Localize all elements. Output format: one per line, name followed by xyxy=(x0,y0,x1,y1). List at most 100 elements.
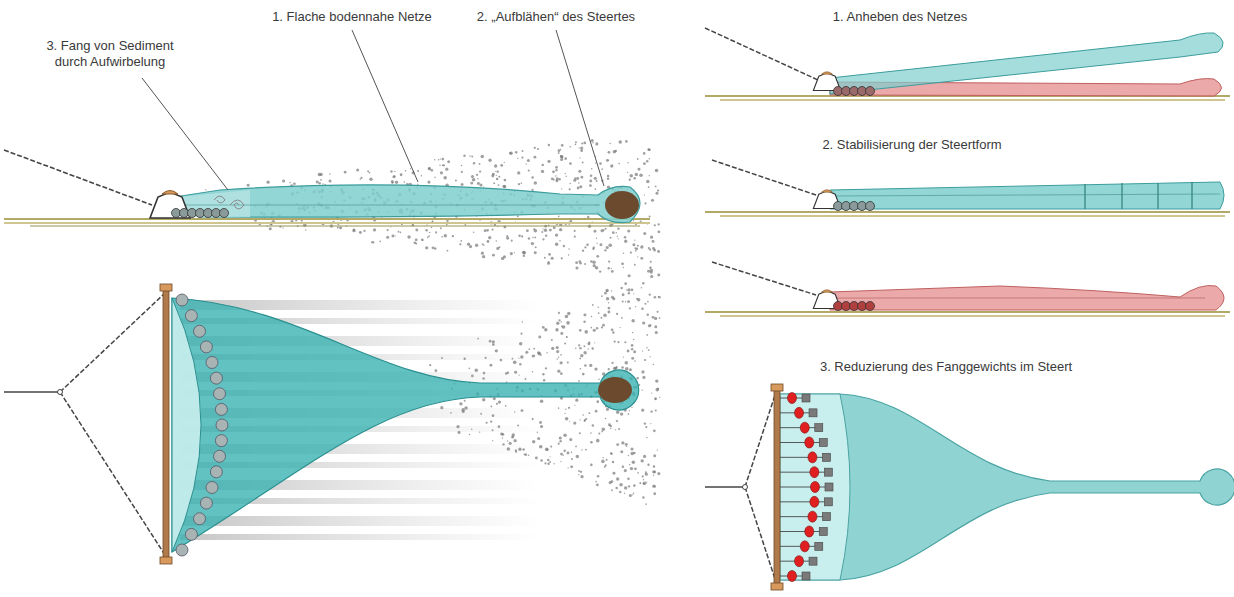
weight-block xyxy=(819,528,827,536)
sediment-dot xyxy=(580,471,582,473)
sediment-dot xyxy=(500,164,503,167)
sediment-dot xyxy=(537,148,539,150)
sediment-dot xyxy=(391,180,394,183)
sediment-dot xyxy=(621,317,623,319)
sediment-dot xyxy=(648,349,650,351)
sediment-dot xyxy=(556,177,559,180)
sediment-dot xyxy=(629,368,632,371)
sediment-dot xyxy=(605,289,608,292)
sediment-dot xyxy=(604,292,607,295)
sediment-dot xyxy=(622,466,624,468)
sediment-dot xyxy=(394,171,395,172)
annotation-label: 2. „Aufblähen“ des Steertes xyxy=(477,9,635,25)
sediment-dot xyxy=(555,175,557,177)
sediment-dot xyxy=(392,175,395,178)
sediment-dot xyxy=(642,376,645,379)
sediment-dot xyxy=(642,475,644,477)
sediment-dot xyxy=(607,175,609,177)
sediment-dot xyxy=(627,172,628,173)
sediment-dot xyxy=(643,479,644,480)
sediment-dot xyxy=(628,485,630,487)
sediment-dot xyxy=(546,352,547,353)
sediment-dot xyxy=(557,370,560,373)
sediment-dot xyxy=(634,360,636,362)
sediment-dot xyxy=(481,252,484,255)
sediment-dot xyxy=(441,236,443,238)
tickler-line xyxy=(780,531,823,532)
sediment-dot xyxy=(561,257,563,259)
sediment-dot xyxy=(606,290,608,292)
sediment-dot xyxy=(650,261,652,263)
sediment-dot xyxy=(522,150,524,152)
sediment-dot xyxy=(642,321,645,324)
sediment-dot xyxy=(653,454,656,457)
sediment-dot xyxy=(482,398,485,401)
sediment-dot xyxy=(392,182,394,184)
sediment-dot xyxy=(618,428,620,430)
sediment-dot xyxy=(624,341,626,343)
sediment-dot xyxy=(400,232,402,234)
sediment-dot xyxy=(548,253,551,256)
sediment-dot xyxy=(653,470,656,473)
sediment-dot xyxy=(511,435,514,438)
sediment-dot xyxy=(517,215,519,217)
sediment-dot xyxy=(539,421,542,424)
sediment-dot xyxy=(541,170,544,173)
footrope-disc xyxy=(805,437,814,448)
sediment-dot xyxy=(590,327,592,329)
sediment-dot xyxy=(598,312,600,314)
sediment-dot xyxy=(612,461,615,464)
sediment-dot xyxy=(608,307,611,310)
sediment-dot xyxy=(634,247,636,249)
sediment-dot xyxy=(558,356,559,357)
sediment-dot xyxy=(659,317,661,319)
sediment-dot xyxy=(627,229,630,232)
sediment-dot xyxy=(491,175,494,178)
sediment-dot xyxy=(469,434,471,436)
sediment-dot xyxy=(293,182,296,185)
sediment-dot xyxy=(523,254,525,256)
weight-block xyxy=(809,557,817,565)
sediment-dot xyxy=(654,317,657,320)
sediment-dot xyxy=(579,260,582,263)
footrope-disc xyxy=(788,393,797,404)
footrope-disc xyxy=(176,294,188,306)
sediment-dot xyxy=(629,179,631,181)
sediment-dot xyxy=(598,379,600,381)
sediment-dot xyxy=(629,494,632,497)
weight-block xyxy=(815,542,823,550)
sediment-dot xyxy=(619,491,621,493)
sediment-dot xyxy=(596,180,598,182)
sediment-dot xyxy=(609,481,612,484)
sediment-dot xyxy=(567,452,570,455)
sediment-dot xyxy=(363,230,365,232)
sediment-dot xyxy=(644,202,646,204)
sediment-dot xyxy=(549,229,552,232)
sediment-dot xyxy=(547,262,550,265)
sediment-dot xyxy=(269,227,272,230)
sediment-dot xyxy=(643,232,646,235)
tickler-line xyxy=(780,487,829,488)
sediment-dot xyxy=(644,303,646,305)
sediment-dot xyxy=(632,243,635,246)
sediment-dot xyxy=(595,410,598,413)
sediment-dot xyxy=(569,183,571,185)
sediment-dot xyxy=(519,363,521,365)
sediment-dot xyxy=(440,227,442,229)
sediment-dot xyxy=(647,301,649,303)
sediment-dot xyxy=(564,157,567,160)
weight-block xyxy=(824,498,832,506)
sediment-dot xyxy=(532,237,534,239)
sediment-dot xyxy=(475,369,478,372)
sediment-dot xyxy=(391,235,394,238)
sediment-dot xyxy=(415,238,418,241)
sediment-dot xyxy=(640,257,643,260)
sediment-dot xyxy=(563,245,565,247)
sediment-dot xyxy=(633,220,634,221)
sediment-dot xyxy=(610,164,613,167)
sediment-dot xyxy=(472,178,476,182)
sediment-dot xyxy=(522,251,525,254)
sediment-dot xyxy=(602,428,605,431)
sediment-dot xyxy=(542,164,544,166)
sediment-dot xyxy=(627,350,630,353)
